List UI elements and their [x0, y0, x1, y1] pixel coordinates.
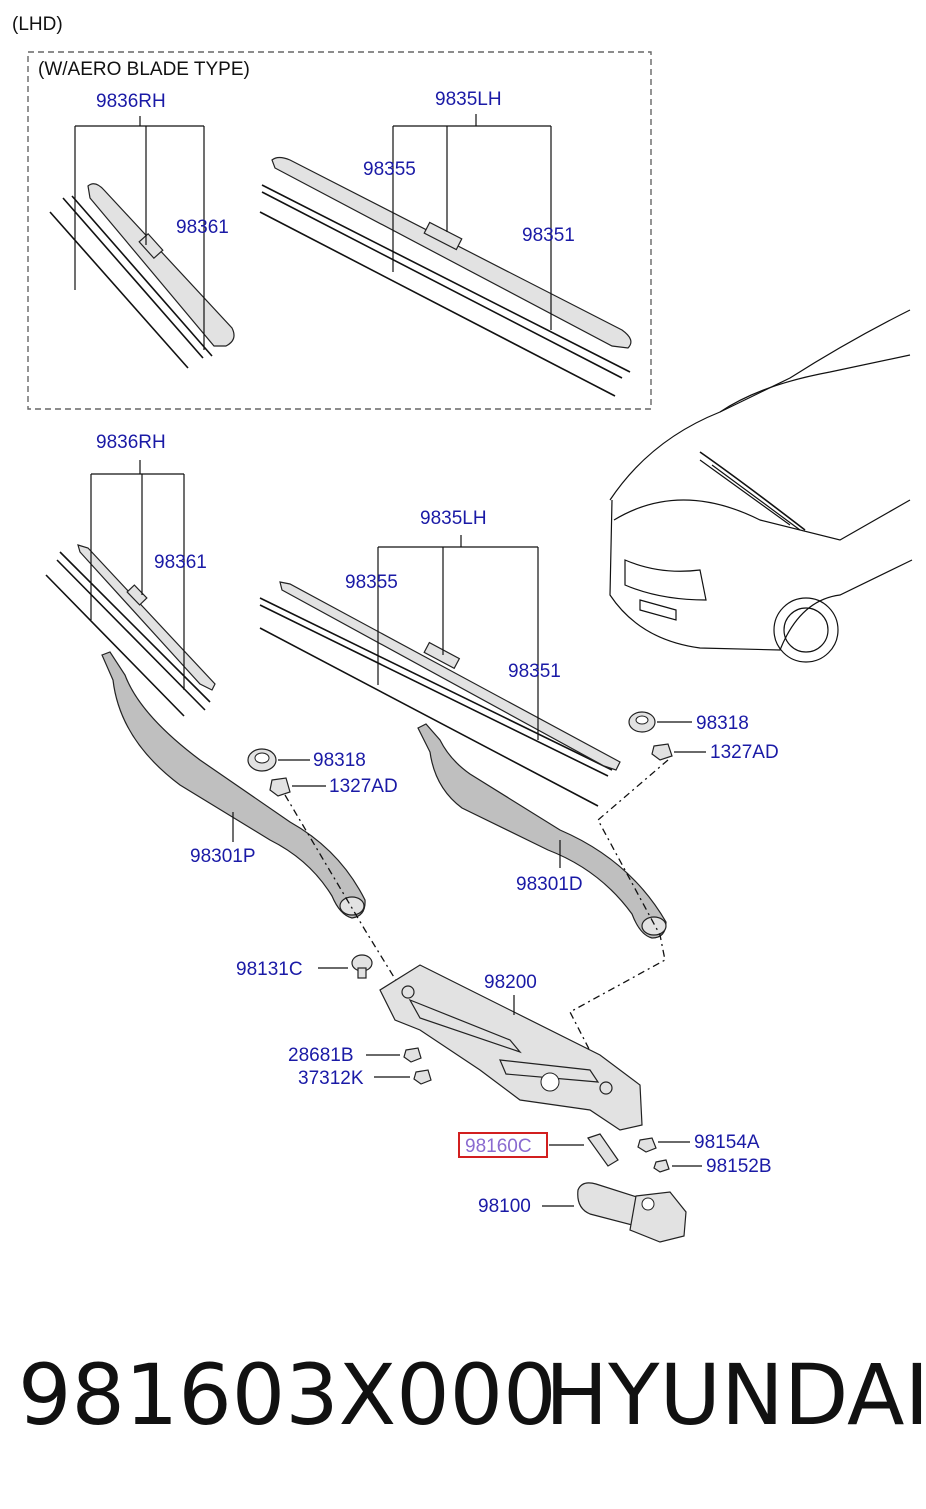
- wiper-arm-driver: [417, 723, 667, 939]
- aero-blade-box: [27, 51, 652, 410]
- label-98152b: 98152B: [706, 1156, 772, 1177]
- lhd-header: (LHD): [12, 14, 63, 35]
- wiper-parts-diagram: (LHD) (W/AERO BLADE TYPE) 9836RH 98361 9…: [12, 14, 913, 1243]
- car-illustration: [609, 309, 913, 663]
- nut-37312k: [413, 1069, 432, 1085]
- label-98100: 98100: [478, 1196, 531, 1217]
- label-98200: 98200: [484, 972, 537, 993]
- label-98131c: 98131C: [236, 959, 303, 980]
- label-aero-98355: 98355: [363, 159, 416, 180]
- nut-98154a: [637, 1137, 657, 1153]
- lh-blade: [259, 581, 621, 807]
- label-37312k: 37312K: [298, 1068, 364, 1089]
- label-1327ad-right: 1327AD: [710, 742, 779, 763]
- aero-box-title: (W/AERO BLADE TYPE): [38, 59, 250, 80]
- label-28681b: 28681B: [288, 1045, 354, 1066]
- nut-rh: [651, 743, 673, 761]
- label-1327ad-left: 1327AD: [329, 776, 398, 797]
- label-98154a: 98154A: [694, 1132, 760, 1153]
- label-aero-98361: 98361: [176, 217, 229, 238]
- label-98355: 98355: [345, 572, 398, 593]
- nut-28681b: [403, 1047, 422, 1063]
- label-98351: 98351: [508, 661, 561, 682]
- part-number: 981603X000: [18, 1346, 557, 1444]
- label-aero-9835lh: 9835LH: [435, 89, 502, 110]
- label-aero-98351: 98351: [522, 225, 575, 246]
- label-98160c: 98160C: [465, 1136, 532, 1157]
- wiper-arm-passenger: [101, 651, 366, 919]
- nut-98152b: [653, 1159, 670, 1173]
- label-98318-left: 98318: [313, 750, 366, 771]
- aero-lh-blade: [259, 156, 632, 397]
- caption-bar: 981603X000 HYUNDAI: [0, 1340, 926, 1450]
- label-98318-right: 98318: [696, 713, 749, 734]
- label-98301p: 98301P: [190, 846, 256, 867]
- rh-blade: [45, 544, 216, 717]
- label-9835lh: 9835LH: [420, 508, 487, 529]
- label-98361: 98361: [154, 552, 207, 573]
- label-9836rh: 9836RH: [96, 432, 166, 453]
- label-aero-9836rh: 9836RH: [96, 91, 166, 112]
- wiper-motor-98100: [577, 1182, 687, 1243]
- aero-rh-blade: [49, 183, 235, 369]
- highlight-box-98160c: [458, 1132, 548, 1158]
- cap-rh: [628, 711, 656, 733]
- cap-lh: [247, 748, 277, 772]
- nut-lh: [269, 777, 291, 797]
- brand-name: HYUNDAI: [545, 1346, 926, 1444]
- bolt-98131c: [351, 954, 373, 979]
- label-98301d: 98301D: [516, 874, 583, 895]
- wiper-linkage-98200: [379, 964, 643, 1131]
- part-98160c: [587, 1133, 619, 1167]
